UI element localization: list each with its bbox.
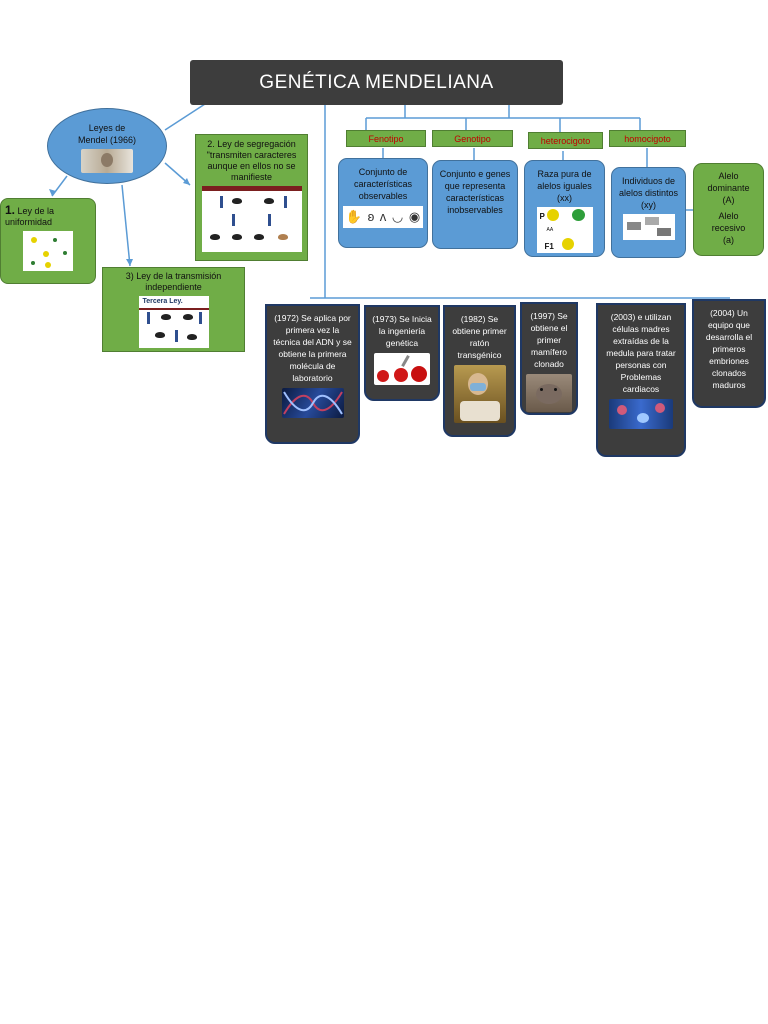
alelo-dominant-line3: (A) [722, 195, 735, 205]
genotipo-box: Conjunto e genes que representa caracter… [432, 160, 518, 249]
scientist-mouse-image [453, 365, 506, 423]
law1-diagram-image [23, 231, 73, 271]
alelo-recessive-line2: recesivo [711, 223, 746, 233]
homocigoto-text: Individuos de alelos distintos (xy) [618, 176, 679, 210]
alelo-dominant-line2: dominante [707, 183, 750, 193]
law1-box: 1. Ley de la uniformidad [0, 198, 96, 284]
timeline-text: (2003) e utilizan células madres extraíd… [606, 312, 676, 394]
homocigoto-box: Individuos de alelos distintos (xy) [611, 167, 686, 258]
senses-image: ✋ ʚ ʌ ◡ ◉ [343, 206, 423, 228]
timeline-text: (1973) Se Inicia la ingeniería genética [372, 314, 432, 348]
cloned-mouse-image [526, 374, 572, 412]
timeline-text: (1997) Se obtiene el primer mamífero clo… [530, 311, 568, 369]
timeline-item-2003: (2003) e utilizan células madres extraíd… [596, 303, 686, 457]
ear-icon: ʚ [367, 209, 375, 224]
page-title: GENÉTICA MENDELIANA [190, 60, 563, 105]
law3-text: 3) Ley de la transmisión independiente [125, 271, 222, 292]
timeline-item-1972: (1972) Se aplica por primera vez la técn… [265, 304, 360, 444]
cross-label-f1: F1 [544, 242, 554, 251]
timeline-item-1982: (1982) Se obtiene primer ratón transgéni… [443, 305, 516, 437]
alelo-dominant-line1: Alelo [718, 171, 739, 181]
pea-cross-image: P AA F1 [536, 207, 593, 253]
law1-number: 1. [5, 203, 16, 217]
law2-text: 2. Ley de segregación "transmiten caract… [206, 139, 297, 182]
fenotipo-box: Conjunto de características observables … [338, 158, 428, 248]
timeline-text: (1982) Se obtiene primer ratón transgéni… [452, 314, 507, 360]
label-heterocigoto: heterocigoto [528, 132, 603, 149]
heterocigoto-box: Raza pura de alelos iguales (xx) P AA F1 [524, 160, 605, 257]
nose-icon: ʌ [379, 209, 387, 224]
mendel-laws-node: Leyes de Mendel (1966) [47, 108, 167, 184]
hand-icon: ✋ [345, 209, 362, 224]
alelo-recessive-line3: (a) [723, 235, 734, 245]
mendel-label-line1: Leyes de [88, 123, 126, 133]
tomatoes-image [374, 353, 430, 385]
mendel-label-line2: Mendel (1966) [77, 135, 137, 145]
mendel-portrait-image [81, 149, 133, 173]
stem-cells-image [609, 399, 673, 429]
law2-diagram-image [201, 186, 302, 252]
alleles-diagram-image [622, 214, 675, 240]
law3-thumb-title: Tercera Ley. [142, 298, 183, 305]
cross-label-aa: AA [546, 227, 554, 233]
eye-icon: ◉ [408, 209, 421, 224]
dna-image [281, 388, 344, 418]
timeline-text: (2004) Un equipo que desarrolla el prime… [705, 308, 753, 390]
label-genotipo: Genotipo [432, 130, 513, 147]
cross-label-p: P [539, 212, 545, 221]
label-homocigoto: homocigoto [609, 130, 686, 147]
law3-diagram-image: Tercera Ley. [138, 296, 209, 348]
timeline-item-1997: (1997) Se obtiene el primer mamífero clo… [520, 302, 578, 415]
timeline-item-1973: (1973) Se Inicia la ingeniería genética [364, 305, 440, 401]
law3-box: 3) Ley de la transmisión independiente T… [102, 267, 245, 352]
alelo-box: Alelo dominante (A) Alelo recesivo (a) [693, 163, 764, 256]
fenotipo-text: Conjunto de características observables [353, 167, 413, 201]
label-fenotipo: Fenotipo [346, 130, 426, 147]
lips-icon: ◡ [391, 209, 404, 224]
genotipo-text: Conjunto e genes que representa caracter… [439, 169, 511, 215]
timeline-item-2004: (2004) Un equipo que desarrolla el prime… [692, 299, 766, 408]
heterocigoto-text: Raza pura de alelos iguales (xx) [537, 169, 592, 203]
alelo-recessive-line1: Alelo [718, 211, 739, 221]
law1-text: Ley de la uniformidad [5, 206, 55, 227]
law2-box: 2. Ley de segregación "transmiten caract… [195, 134, 308, 261]
timeline-text: (1972) Se aplica por primera vez la técn… [273, 313, 352, 383]
